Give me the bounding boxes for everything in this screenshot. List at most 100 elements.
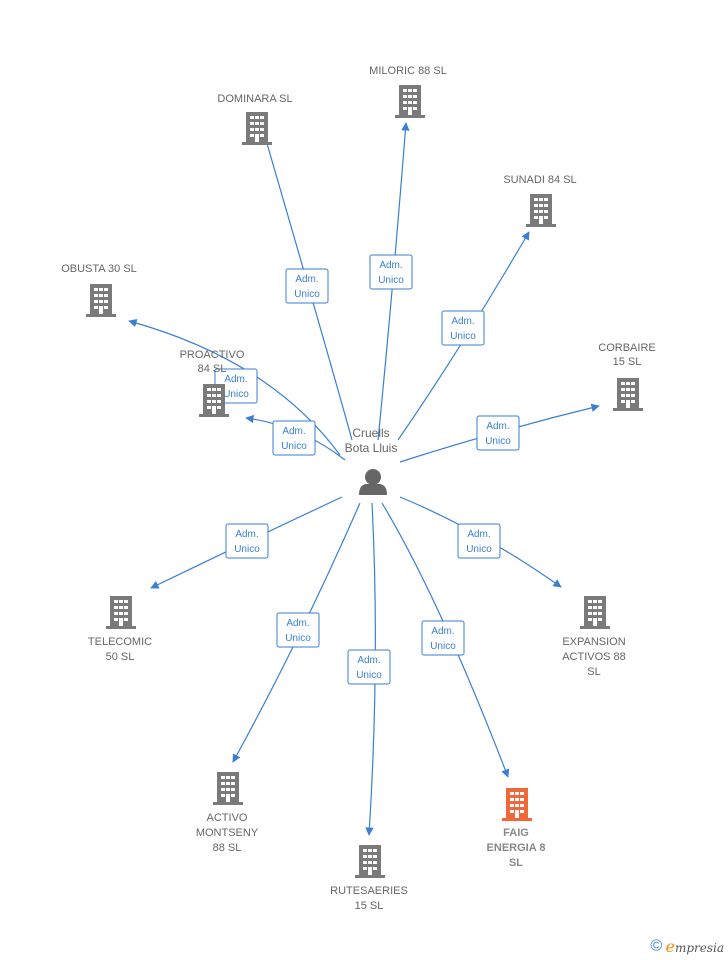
edge-line-faig — [381, 502, 510, 778]
edge-sunadi: Adm. Unico — [397, 231, 530, 441]
company-label-line-1: EXPANSION — [562, 636, 625, 648]
center-person[interactable]: Cruells Bota Lluis — [345, 426, 398, 495]
building-icon — [199, 384, 229, 417]
person-icon — [359, 469, 387, 495]
edge-label-line-2: Unico — [485, 436, 511, 447]
company-label-line-1: CORBAIRE — [598, 342, 655, 354]
edge-label-line-2: Unico — [234, 544, 260, 555]
company-label-line-2: ENERGIA 8 — [487, 842, 546, 854]
person-name-line-2: Bota Lluis — [345, 441, 398, 455]
edge-expansion: Adm. Unico — [399, 496, 562, 588]
edge-label-rutesaeries[interactable]: Adm. Unico — [347, 649, 391, 685]
edge-line-dominara — [259, 122, 353, 441]
building-icon — [395, 85, 425, 118]
edge-label-activo-montseny[interactable]: Adm. Unico — [276, 612, 320, 648]
company-label-line-1: DOMINARA SL — [217, 93, 292, 105]
person-name-line-1: Cruells — [352, 426, 389, 440]
edge-label-box — [272, 420, 316, 456]
company-node-faig[interactable]: FAIG ENERGIA 8 SL — [487, 788, 546, 869]
company-label-line-3: SL — [509, 857, 523, 869]
edge-label-box — [369, 254, 413, 290]
edge-label-box — [285, 268, 329, 304]
company-node-obusta[interactable]: OBUSTA 30 SL — [61, 263, 137, 317]
edge-label-line-1: Adm. — [486, 421, 509, 432]
building-icon — [580, 596, 610, 629]
footer-brand: © empresia — [650, 937, 724, 956]
company-label-line-1: ACTIVO — [207, 812, 248, 824]
edge-label-line-2: Unico — [285, 633, 311, 644]
copyright-symbol: © — [650, 937, 663, 955]
building-icon — [502, 788, 532, 821]
edge-label-box — [225, 523, 269, 559]
edge-miloric: Adm.Unico — [369, 122, 413, 441]
edge-label-box — [457, 523, 501, 559]
edge-label-line-1: Adm. — [467, 529, 490, 540]
brand-logo: empresia — [665, 937, 724, 956]
company-node-dominara[interactable]: DOMINARA SL — [217, 93, 293, 145]
company-node-sunadi[interactable]: SUNADI 84 SL — [503, 174, 577, 227]
edge-label-corbaire[interactable]: Adm. Unico — [476, 415, 520, 451]
edge-rutesaeries: Adm. Unico — [347, 502, 391, 836]
building-icon — [213, 772, 243, 805]
building-icon — [106, 596, 136, 629]
edge-activo-montseny: Adm. Unico — [232, 502, 361, 763]
edge-label-line-1: Adm. — [431, 626, 454, 637]
company-label-line-3: 88 SL — [213, 842, 242, 854]
company-label-line-1: TELECOMIC — [88, 636, 152, 648]
company-label-line-2: 84 SL — [198, 363, 227, 375]
edge-label-line-1: Adm. — [451, 316, 474, 327]
company-label-line-1: MILORIC 88 SL — [369, 65, 447, 77]
edge-label-dominara[interactable]: Adm. Unico — [285, 268, 329, 304]
company-label-line-2: 15 SL — [355, 900, 384, 912]
edge-label-line-2: Unico — [430, 641, 456, 652]
edge-label-expansion[interactable]: Adm. Unico — [457, 523, 501, 559]
edge-label-line-2: Unico — [294, 289, 320, 300]
edge-label-line-2: Unico — [466, 544, 492, 555]
edge-label-line-1: Adm. — [295, 274, 318, 285]
edge-corbaire: Adm. Unico — [399, 403, 600, 463]
edge-faig: Adm. Unico — [381, 502, 510, 778]
edge-proactivo: Adm. Unico — [245, 414, 346, 461]
edge-label-box — [421, 620, 465, 656]
company-node-activo-montseny[interactable]: ACTIVO MONTSENY 88 SL — [196, 772, 259, 854]
edge-label-line-1: Adm. — [224, 374, 247, 385]
edge-label-line-2: Unico — [378, 275, 404, 286]
edge-label-line-1: Adm. — [286, 618, 309, 629]
edge-telecomic: Adm.Unico — [150, 496, 343, 589]
edge-obusta: Adm. Unico — [128, 318, 341, 456]
edge-label-line-2: Unico — [223, 389, 249, 400]
edge-label-box — [441, 310, 485, 346]
edge-label-box — [347, 649, 391, 685]
edge-label-box — [276, 612, 320, 648]
company-label-line-3: SL — [587, 666, 600, 678]
edge-label-box — [476, 415, 520, 451]
edge-label-line-2: Unico — [356, 670, 382, 681]
edge-label-telecomic[interactable]: Adm.Unico — [225, 523, 269, 559]
company-label-line-1: FAIG — [503, 827, 529, 839]
company-node-miloric[interactable]: MILORIC 88 SL — [369, 65, 447, 118]
company-label-line-1: SUNADI 84 SL — [503, 174, 576, 186]
company-node-telecomic[interactable]: TELECOMIC 50 SL — [88, 596, 152, 663]
edge-label-miloric[interactable]: Adm.Unico — [369, 254, 413, 290]
company-label-line-1: PROACTIVO — [180, 349, 245, 361]
edge-label-sunadi[interactable]: Adm. Unico — [441, 310, 485, 346]
company-label-line-2: 50 SL — [106, 651, 135, 663]
edge-line-miloric — [377, 122, 410, 441]
edge-label-line-1: Adm. — [357, 655, 380, 666]
company-node-corbaire[interactable]: CORBAIRE 15 SL — [598, 342, 656, 411]
company-node-proactivo[interactable]: PROACTIVO 84 SL — [180, 349, 245, 417]
building-icon — [613, 378, 643, 411]
company-label-line-2: MONTSENY — [196, 827, 259, 839]
edge-label-line-1: Adm. — [282, 426, 305, 437]
company-label-line-2: 15 SL — [613, 356, 642, 368]
edge-label-proactivo[interactable]: Adm. Unico — [272, 420, 316, 456]
building-icon — [526, 194, 556, 227]
edge-label-line-2: Unico — [281, 441, 307, 452]
edge-dominara: Adm. Unico — [259, 122, 353, 441]
edge-label-line-2: Unico — [450, 331, 476, 342]
edge-label-faig[interactable]: Adm. Unico — [421, 620, 465, 656]
building-icon — [242, 112, 272, 145]
